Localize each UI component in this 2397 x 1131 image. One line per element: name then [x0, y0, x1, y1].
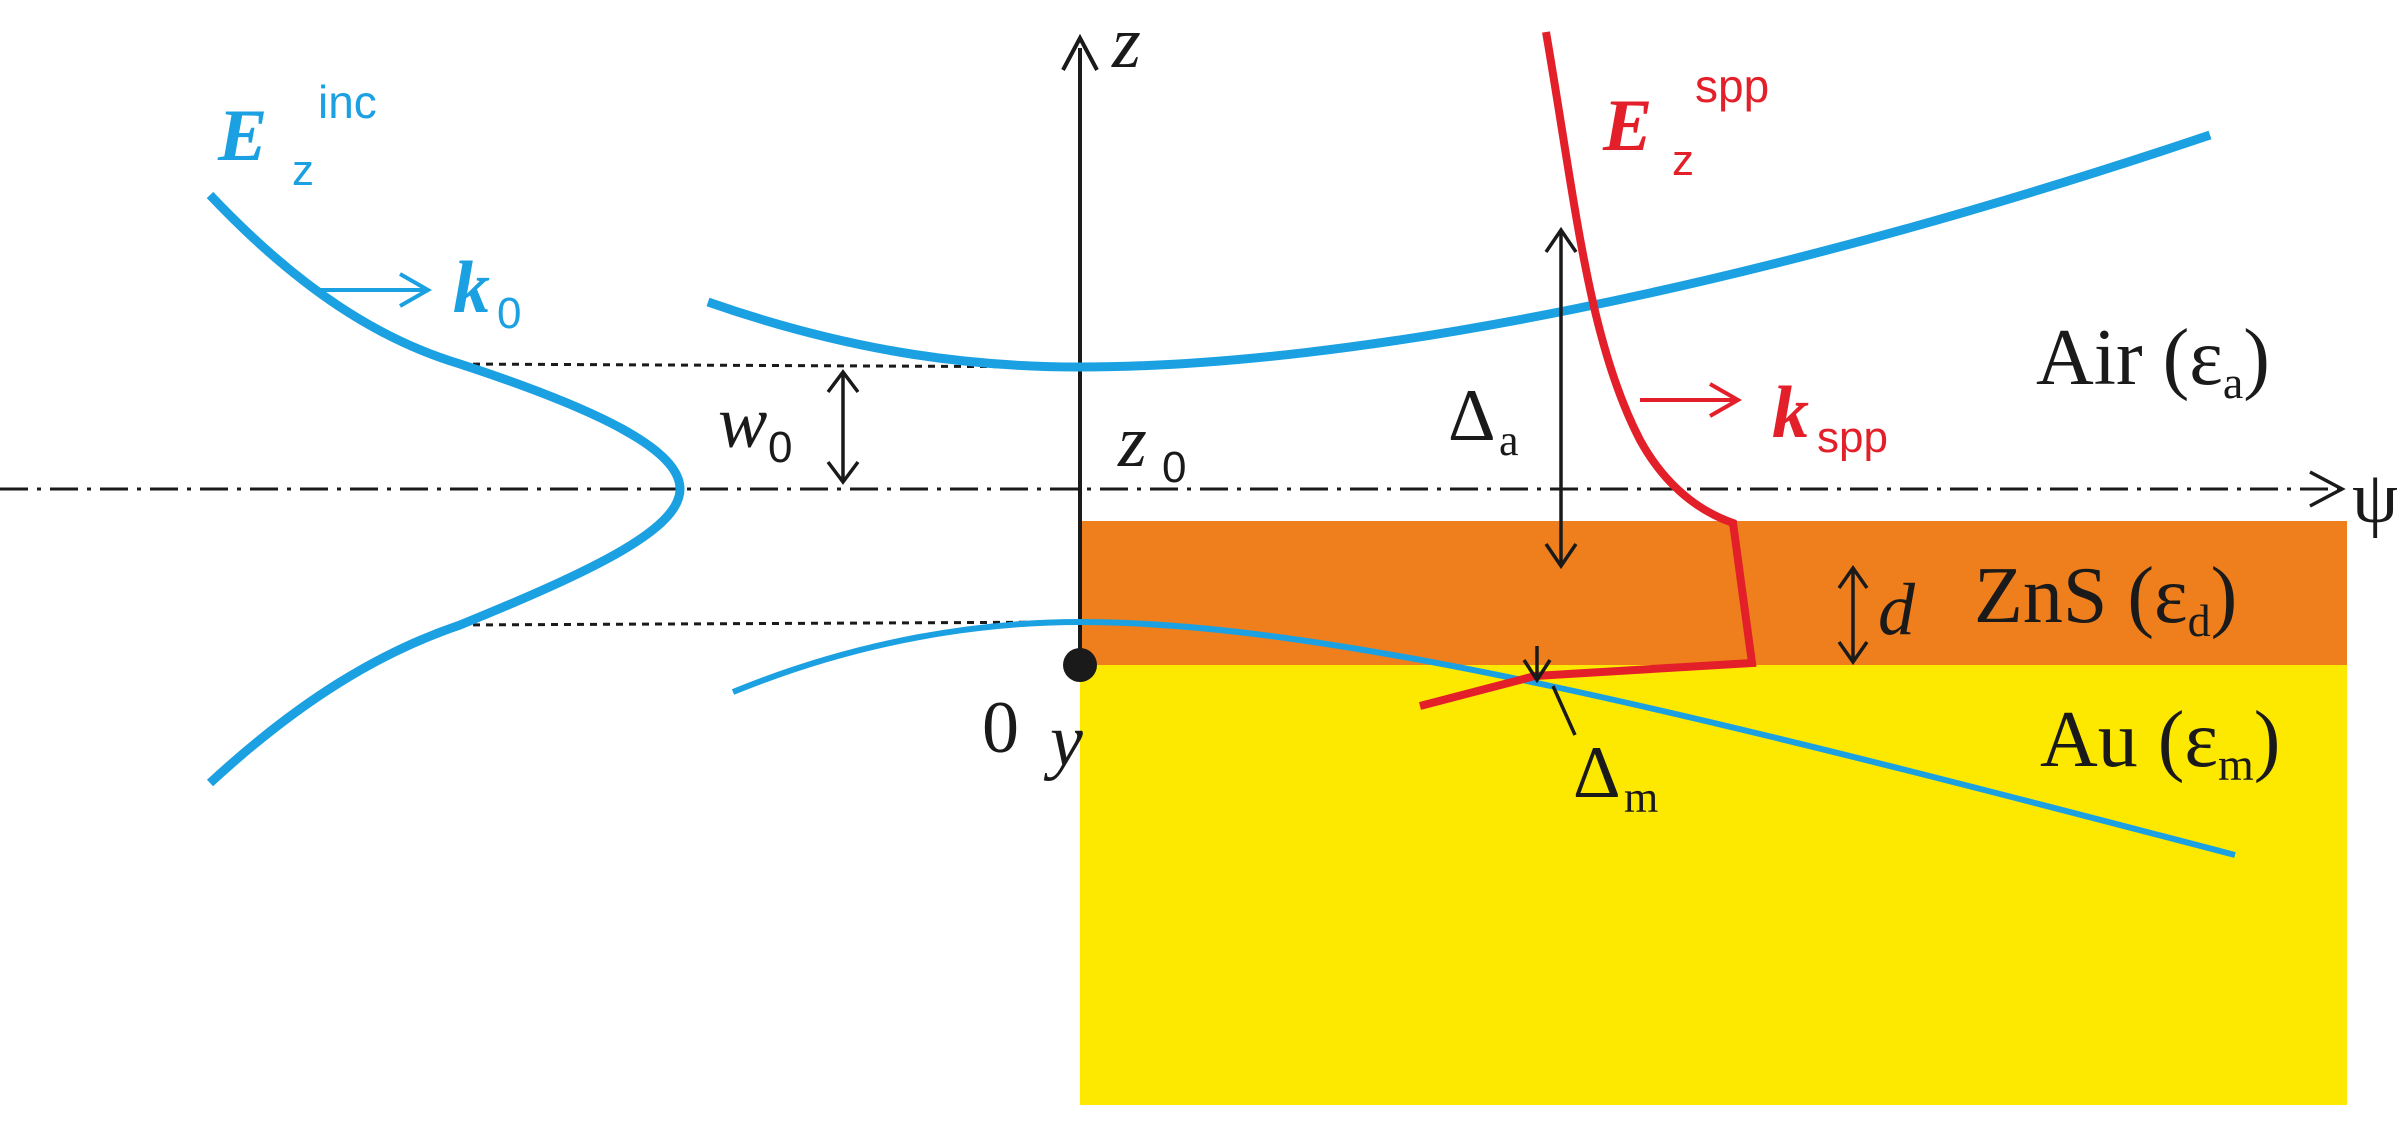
d-arrowhead-top: [1837, 564, 1869, 590]
e-inc-label: E: [217, 95, 267, 177]
beam-envelope-upper: [706, 130, 2212, 372]
y-axis-label: y: [1043, 700, 1083, 782]
kspp-label: k: [1772, 372, 1809, 454]
air-region-label: Air (εa): [2036, 314, 2270, 408]
k0-label: k: [453, 247, 490, 329]
e-inc-subscript: z: [292, 146, 314, 195]
delta-a-subscript: a: [1499, 416, 1519, 465]
kspp-arrow-icon: [1709, 382, 1743, 418]
e-spp-superscript: spp: [1695, 60, 1769, 112]
w0-label: w: [718, 382, 767, 464]
zns-region-label: ZnS (εd): [1974, 552, 2237, 646]
z-axis-arrowhead: [1061, 33, 1099, 71]
kspp-subscript: spp: [1817, 413, 1888, 462]
delta-m-leader: [1551, 685, 1577, 736]
spp-field-profile: [1418, 31, 1757, 710]
e-spp-label: E: [1602, 85, 1652, 167]
z0-label: z: [1117, 401, 1147, 483]
w0-subscript: 0: [768, 423, 792, 472]
delta-m-subscript: m: [1624, 773, 1658, 822]
gold-substrate: [1080, 663, 2347, 1105]
w0-arrowhead-top: [826, 369, 860, 394]
origin-point: [1063, 648, 1097, 682]
d-arrowhead-bottom: [1837, 640, 1869, 666]
delta-m-arrowhead: [1522, 659, 1552, 684]
delta-a-arrowhead-top: [1544, 226, 1578, 253]
origin-label: 0: [982, 687, 1019, 769]
beam-envelope-lower: [731, 618, 2236, 858]
z0-subscript: 0: [1162, 443, 1186, 492]
z-axis-label: z: [1111, 2, 1141, 84]
au-region-label: Au (εm): [2040, 696, 2280, 790]
psi-axis-label: ψ: [2352, 457, 2397, 539]
delta-a-label: Δ: [1448, 375, 1496, 457]
delta-a-arrowhead-bottom: [1544, 543, 1578, 570]
d-label: d: [1878, 569, 1916, 651]
delta-m-label: Δ: [1573, 732, 1621, 814]
psi-axis-arrowhead: [2309, 470, 2346, 508]
e-inc-superscript: inc: [318, 76, 377, 128]
incident-field-profile: [206, 191, 685, 787]
k0-subscript: 0: [497, 289, 521, 338]
k0-arrow-icon: [399, 272, 433, 308]
w0-arrowhead-bottom: [826, 460, 860, 485]
e-spp-subscript: z: [1672, 136, 1694, 185]
